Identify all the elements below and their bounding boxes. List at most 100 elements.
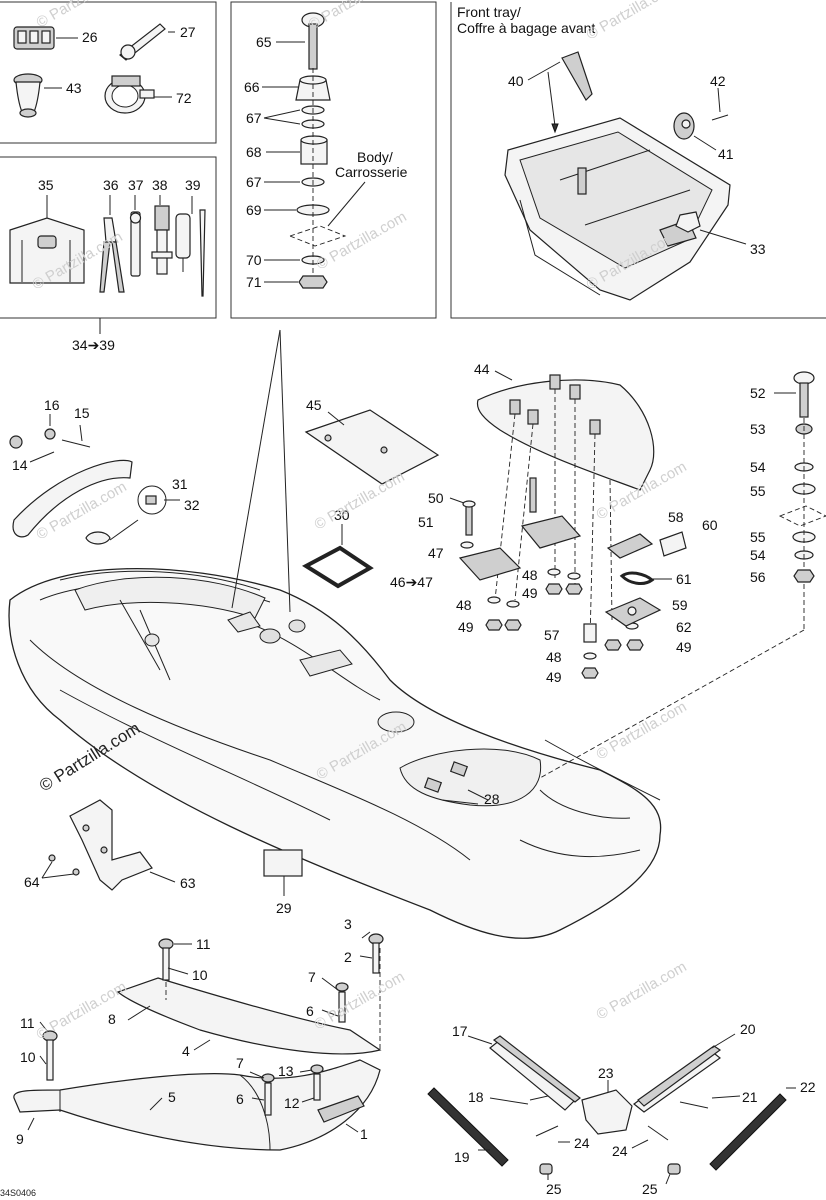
callout-29: 29: [276, 900, 292, 916]
callout-39: 39: [185, 177, 201, 193]
callout-7b: 7: [236, 1055, 244, 1071]
callout-3: 3: [344, 916, 352, 932]
callout-8: 8: [108, 1011, 116, 1027]
screw-part-15: [61, 424, 91, 448]
front-tray-title-fr: Coffre à bagage avant: [457, 20, 595, 36]
watermark-text: © Partzilla.com: [312, 468, 408, 533]
grommet-part-43: [13, 73, 62, 118]
body-label-en: Body/: [357, 149, 393, 165]
callout-2: 2: [344, 949, 352, 965]
socket-part-38: [151, 195, 173, 275]
washer-part-67b: [264, 177, 325, 187]
callout-27: 27: [180, 24, 196, 40]
callout-7a: 7: [308, 969, 316, 985]
callout-21: 21: [742, 1089, 758, 1105]
callout-38: 38: [152, 177, 168, 193]
callout-11a: 11: [196, 936, 211, 952]
callout-1: 1: [360, 1126, 368, 1142]
callout-36: 36: [103, 177, 119, 193]
callout-18: 18: [468, 1089, 484, 1105]
body-mount-plate: [288, 181, 366, 247]
callout-59: 59: [672, 597, 688, 613]
watermark-text: © Partzilla.com: [34, 0, 130, 31]
callout-51: 51: [418, 514, 434, 530]
bolt-part-65: [276, 12, 325, 70]
callout-44: 44: [474, 361, 490, 377]
callout-49c: 49: [546, 669, 562, 685]
bracket-part-46-47: [458, 515, 582, 581]
washer-part-69: [264, 204, 330, 216]
cable-tie-part-27: [119, 23, 175, 61]
spacer-part-68: [266, 135, 328, 165]
callout-6b: 6: [236, 1091, 244, 1107]
bolt-part-50: [449, 497, 476, 536]
front-tray-title-en: Front tray/: [457, 4, 521, 20]
pad-part-29: [263, 849, 303, 896]
callout-48c: 48: [546, 649, 562, 665]
washer-stack-53-56: [539, 418, 826, 779]
strap-part-40: [527, 51, 593, 134]
callout-67a: 67: [246, 110, 262, 126]
callout-20: 20: [740, 1021, 756, 1037]
callout-35: 35: [38, 177, 54, 193]
callout-4: 4: [182, 1043, 190, 1059]
callout-14: 14: [12, 457, 28, 473]
panel-borders: [0, 1, 826, 319]
watermark-text: © Partzilla.com: [594, 698, 690, 763]
watermark-text: © Partzilla.com: [584, 0, 680, 43]
callout-71: 71: [246, 274, 262, 290]
callout-67b: 67: [246, 174, 262, 190]
seal-part-30: [301, 524, 374, 589]
wrench-part-37: [129, 195, 142, 277]
callout-15: 15: [74, 405, 90, 421]
clip-part-31-32: [85, 485, 180, 545]
latch-part-41: [673, 112, 717, 151]
callout-70: 70: [246, 252, 262, 268]
tool-pouch-part-35: [9, 195, 85, 284]
small-hardware-48-49: [460, 477, 644, 679]
callout-6a: 6: [306, 1003, 314, 1019]
callout-16: 16: [44, 397, 60, 413]
screws-part-64: [41, 854, 80, 879]
pliers-part-36: [99, 195, 125, 293]
callout-58: 58: [668, 509, 684, 525]
callout-28: 28: [484, 791, 500, 807]
callout-72: 72: [176, 90, 192, 106]
callout-22: 22: [800, 1079, 816, 1095]
cable-part-61: [619, 571, 672, 585]
callout-9: 9: [16, 1131, 24, 1147]
callout-26: 26: [82, 29, 98, 45]
damper-part-66: [262, 75, 331, 101]
hull-deck-body: [8, 567, 662, 939]
callout-61: 61: [676, 571, 692, 587]
callout-10a: 10: [192, 967, 208, 983]
callout-64: 64: [24, 874, 40, 890]
callout-68: 68: [246, 144, 262, 160]
cover-part-14: [12, 451, 133, 538]
bracket-part-63: [69, 799, 176, 891]
callout-10b: 10: [20, 1049, 36, 1065]
callout-11b: 11: [20, 1015, 35, 1031]
callout-43: 43: [66, 80, 82, 96]
callout-37: 37: [128, 177, 144, 193]
callout-49a: 49: [458, 619, 474, 635]
callout-31: 31: [172, 476, 188, 492]
callout-25b: 25: [642, 1181, 658, 1197]
callout-33: 33: [750, 241, 766, 257]
callout-66: 66: [244, 79, 260, 95]
front-tray-part-33: [504, 117, 747, 301]
callout-30: 30: [334, 507, 350, 523]
latch-part-58-60: [606, 531, 687, 559]
callout-69: 69: [246, 202, 262, 218]
connector-part-26: [13, 26, 78, 50]
callout-65: 65: [256, 34, 272, 50]
callout-5: 5: [168, 1089, 176, 1105]
callout-32: 32: [184, 497, 200, 513]
callout-55a: 55: [750, 483, 766, 499]
push-rivets: [42, 933, 384, 1116]
callout-63: 63: [180, 875, 196, 891]
callout-53: 53: [750, 421, 766, 437]
callout-40: 40: [508, 73, 524, 89]
rail-leader-lines: [467, 1033, 796, 1185]
